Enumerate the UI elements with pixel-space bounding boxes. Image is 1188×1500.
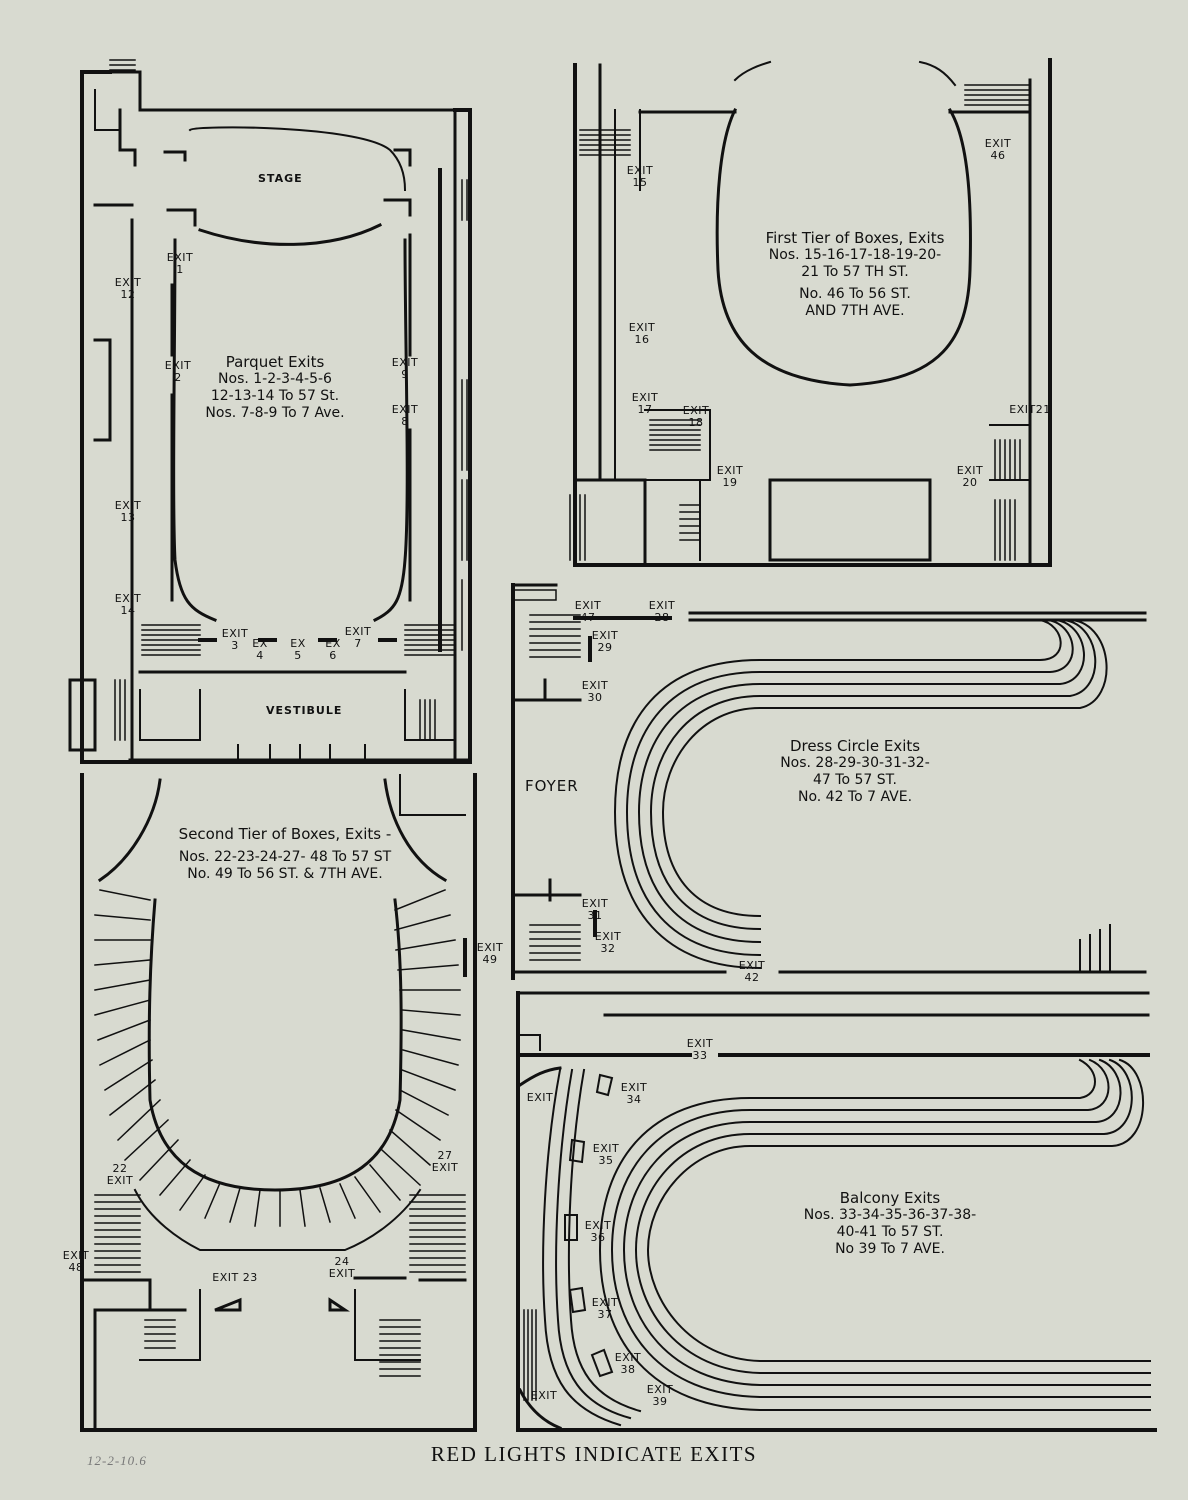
dress-circle-plan <box>511 583 1147 980</box>
second-tier-line-1: Nos. 22-23-24-27- 48 To 57 ST <box>178 849 392 865</box>
first-tier-line-4: AND 7TH AVE. <box>805 303 905 319</box>
exit-marker: EXIT <box>526 1091 554 1104</box>
second-tier-plan <box>80 773 477 1432</box>
first-tier-line-2: 21 To 57 TH ST. <box>801 264 909 280</box>
balcony-line-3: No 39 To 7 AVE. <box>835 1241 945 1257</box>
first-tier-plan <box>573 58 1052 567</box>
balcony-rows <box>517 1058 1151 1430</box>
balcony-exits-title: Balcony Exits Nos. 33-34-35-36-37-38- 40… <box>760 1190 1020 1258</box>
parquet-auditorium <box>172 126 409 761</box>
balcony-exit-boxes <box>523 1073 614 1401</box>
dress-circle-exits-title: Dress Circle Exits Nos. 28-29-30-31-32- … <box>745 738 965 806</box>
first-tier-horseshoe <box>715 60 972 387</box>
parquet-stairs <box>109 59 468 741</box>
parquet-exits-line-3: Nos. 7-8-9 To 7 Ave. <box>205 405 345 421</box>
stage-label: STAGE <box>258 172 303 185</box>
dress-circle-heading: Dress Circle Exits <box>789 737 921 755</box>
second-tier-line-2: No. 49 To 56 ST. & 7TH AVE. <box>187 866 383 882</box>
parquet-exits-heading: Parquet Exits <box>225 353 325 371</box>
second-tier-exits-title: Second Tier of Boxes, Exits - Nos. 22-23… <box>140 826 430 883</box>
vestibule-label: VESTIBULE <box>266 704 343 717</box>
parquet-exits-line-2: 12-13-14 To 57 St. <box>210 388 340 404</box>
balcony-line-2: 40-41 To 57 ST. <box>836 1224 944 1240</box>
balcony-heading: Balcony Exits <box>839 1189 941 1207</box>
foyer-label: FOYER <box>525 777 579 795</box>
dress-circle-line-2: 47 To 57 ST. <box>813 772 897 788</box>
balcony-line-1: Nos. 33-34-35-36-37-38- <box>803 1207 977 1223</box>
first-tier-line-3: No. 46 To 56 ST. <box>799 286 911 302</box>
parquet-exits-line-1: Nos. 1-2-3-4-5-6 <box>218 371 332 387</box>
dress-circle-stairs <box>514 589 581 961</box>
second-tier-stairs <box>94 1194 466 1377</box>
first-tier-stairs <box>569 84 1031 561</box>
dress-circle-line-3: No. 42 To 7 AVE. <box>797 789 913 805</box>
second-tier-heading: Second Tier of Boxes, Exits - <box>178 825 392 843</box>
second-tier-horseshoe <box>97 778 448 1251</box>
first-tier-line-1: Nos. 15-16-17-18-19-20- <box>768 247 942 263</box>
balcony-plan <box>516 991 1157 1432</box>
second-tier-box-rays <box>94 889 461 1227</box>
exit-marker: EXIT <box>530 1389 558 1402</box>
exit-marker: EXIT 23 <box>212 1271 258 1284</box>
parquet-exits-title: Parquet Exits Nos. 1-2-3-4-5-6 12-13-14 … <box>165 354 385 422</box>
dress-circle-rows <box>613 618 1111 971</box>
dress-circle-line-1: Nos. 28-29-30-31-32- <box>780 755 930 771</box>
first-tier-heading: First Tier of Boxes, Exits <box>765 229 945 247</box>
exit-marker: EXIT21 <box>1009 403 1051 416</box>
page-caption: RED LIGHTS INDICATE EXITS <box>430 1442 758 1466</box>
first-tier-exits-title: First Tier of Boxes, Exits Nos. 15-16-17… <box>745 230 965 320</box>
pencil-annotation: 12-2-10.6 <box>87 1453 147 1468</box>
